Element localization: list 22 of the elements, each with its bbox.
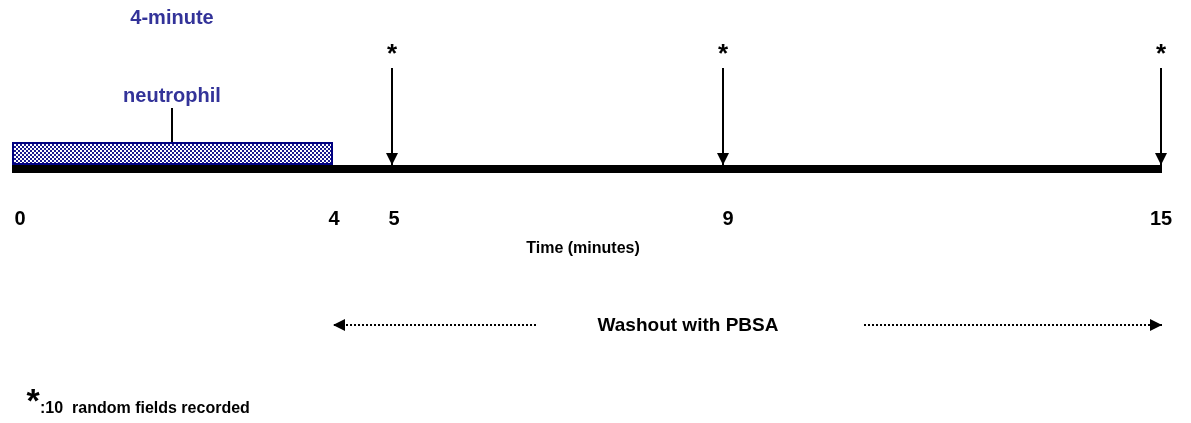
timeline-bar (12, 165, 1162, 173)
washout-label: Washout with PBSA (556, 312, 820, 338)
footnote-text: :10 random fields recorded (40, 398, 251, 418)
tick-label: 5 (387, 206, 401, 230)
arrow (1155, 67, 1167, 166)
arrow (717, 67, 729, 166)
tick-label: 9 (721, 206, 735, 230)
asterisk-marker: * (1151, 38, 1171, 68)
asterisk-marker: * (382, 38, 402, 68)
hatched-bar (12, 142, 333, 165)
asterisk-symbol: * (25, 380, 41, 421)
leader-line (171, 107, 173, 143)
annotation-text: neutrophil (123, 83, 221, 108)
arrow (332, 319, 537, 331)
arrow (863, 319, 1163, 331)
annotation-text: 4-minute (130, 5, 214, 30)
tick-label: 15 (1148, 206, 1174, 230)
axis-title: Time (minutes) (525, 238, 641, 258)
tick-label: 4 (327, 206, 341, 230)
tick-label: 0 (13, 206, 27, 230)
asterisk-marker: * (713, 38, 733, 68)
arrow (386, 67, 398, 166)
